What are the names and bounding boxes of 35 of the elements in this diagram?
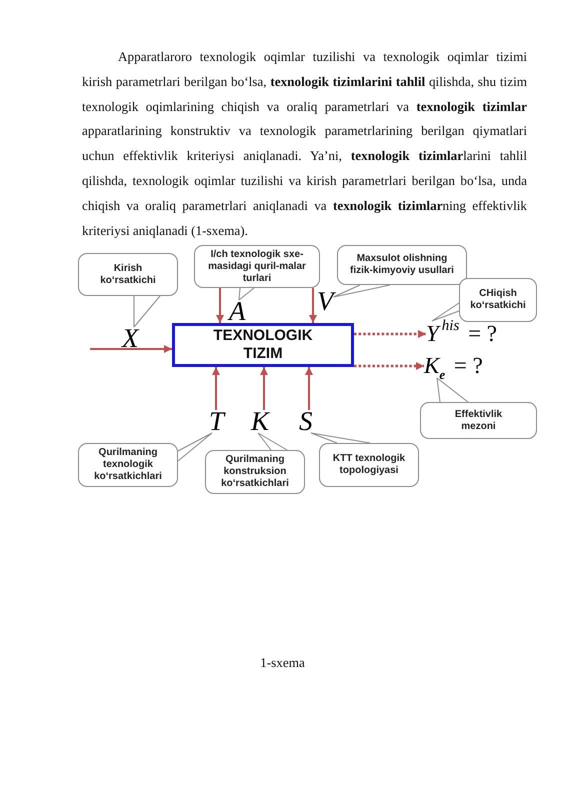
arrow — [309, 288, 317, 323]
callout-pointer — [178, 432, 212, 462]
math-symbol: T — [209, 410, 224, 433]
arrow — [305, 367, 313, 410]
arrow — [216, 288, 224, 323]
callout-pointer — [258, 432, 288, 450]
callout-box: KTT texnologik topologiyasi — [319, 443, 419, 487]
process-box: TEXNOLOGIK TIZIM — [172, 323, 354, 367]
dotted-arrow — [354, 330, 426, 338]
callout-pointer — [238, 288, 254, 300]
callout-box: Qurilmaning konstruksion ko‘rsatkichlari — [205, 450, 305, 494]
output-expression: K$_{e}$ = ? — [424, 353, 483, 378]
arrow — [260, 367, 268, 410]
output-expression: Y$^{his}$ = ? — [426, 321, 497, 346]
arrow — [212, 367, 220, 410]
callout-box: Effektivlik mezoni — [420, 402, 537, 439]
math-symbol: X — [122, 327, 138, 350]
callout-pointer — [432, 302, 460, 322]
callout-box: I/ch texnologik sxe-masidagi quril-malar turlari — [194, 245, 320, 288]
callout-box: Qurilmaning texnologik ko‘rsatkichlari — [78, 443, 178, 487]
callout-pointer — [310, 432, 370, 444]
body-paragraph: Apparatlaroro texnologik oqimlar tuzilishi va texnologik oqimlar tizimi kirish parametrlari berilgan bo‘lsa, texnologik tizimlarini tahlil qilishda, shu tizim texnologik oqimlarining chiqish va oraliq parametrlari va texnologik tizimlar apparatlarining konstruktiv va texnologik parametrlarining berilgan qiymatlari uchun effektivlik kriteriysi aniqlanadi. Ya’ni, texnologik tizimlarlarini tahlil qilishda, texnologik oqimlar tuzilishi va kirish parametrlari berilgan bo‘lsa, unda chiqish va oraliq parametrlari aniqlanadi va texnologik tizimlarning effektivlik kriteriysi aniqlanadi (1-sxema). — [82, 48, 527, 240]
callout-pointer — [436, 378, 468, 402]
figure-caption: 1-sxema — [260, 654, 305, 672]
callout-box: CHiqish ko‘rsatkichi — [459, 278, 537, 322]
callout-pointer — [134, 296, 160, 328]
math-symbol: A — [229, 300, 246, 323]
math-symbol: K — [251, 410, 270, 433]
arrow — [90, 345, 172, 353]
callout-box: Maxsulot olishning fizik-kimyoviy usullari — [337, 245, 467, 285]
callout-pointer — [333, 284, 390, 298]
dotted-arrow — [354, 362, 424, 370]
callout-box: Kirish ko‘rsatkichi — [78, 253, 178, 296]
math-symbol: S — [299, 410, 312, 433]
math-symbol: V — [317, 290, 334, 313]
